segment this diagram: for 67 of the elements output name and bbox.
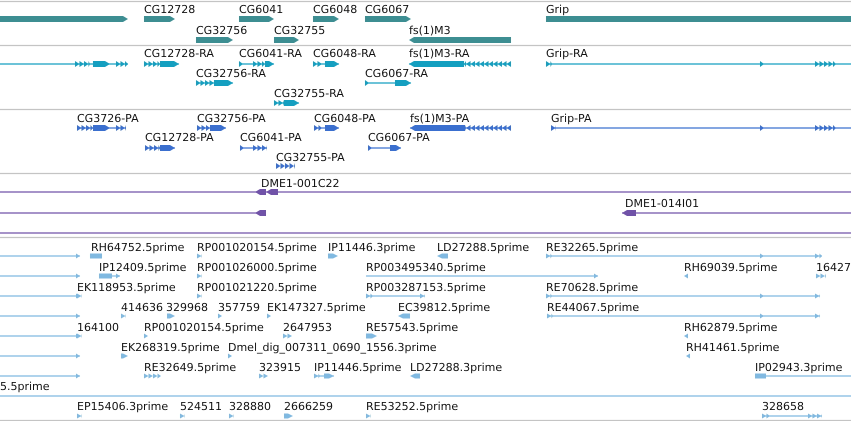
feature-label: DME1-014I01 — [625, 197, 700, 210]
feature-label: IP11446.5prime — [314, 361, 402, 374]
feature-label: CG32755-PA — [276, 151, 345, 164]
feature-label: CG6048-PA — [314, 112, 376, 125]
feature-label: RP003495340.5prime — [366, 261, 486, 274]
feature-label: RP003287153.5prime — [366, 281, 486, 294]
feature-label: LD27288.5prime — [437, 241, 530, 254]
feature-label: DME1-001C22 — [261, 177, 340, 190]
feature-label: RE70628.5prime — [546, 281, 638, 294]
feature-label: RP001020154.5prime — [197, 241, 317, 254]
feature-label: RP001021220.5prime — [197, 281, 317, 294]
feature-label: RE32649.5prime — [144, 361, 236, 374]
feature-label: RH69039.5prime — [684, 261, 778, 274]
feature-label: RP001020154.5prime — [144, 321, 264, 334]
feature-label: fs(1)M3-RA — [409, 47, 470, 60]
feature-label: IP11446.3prime — [328, 241, 416, 254]
feature-label: 2647953 — [283, 321, 332, 334]
feature-label: 328658 — [762, 400, 804, 413]
feature-label: 328880 — [229, 400, 271, 413]
feature-label: CG32755 — [274, 24, 326, 37]
feature-label: RE53252.5prime — [366, 400, 458, 413]
feature-label: IP12409.5prime — [99, 261, 186, 274]
feature-label: 164100 — [77, 321, 119, 334]
feature-label: 5.5prime — [0, 380, 50, 393]
feature-label: 323915 — [259, 361, 301, 374]
feature-label: CG12728 — [144, 3, 196, 16]
feature-label: RH62879.5prime — [684, 321, 778, 334]
feature-label: 357759 — [218, 301, 260, 314]
feature-label: CG6067-PA — [368, 131, 430, 144]
feature-label: EK268319.5prime — [121, 341, 220, 354]
feature-label: EK147327.5prime — [267, 301, 366, 314]
feature-label: RE57543.5prime — [366, 321, 458, 334]
feature-label: fs(1)M3-PA — [410, 112, 470, 125]
feature-label: CG6048 — [313, 3, 358, 16]
feature-label: Grip — [546, 3, 570, 16]
feature-label: EC39812.5prime — [398, 301, 490, 314]
feature-label: CG12728-RA — [144, 47, 214, 60]
feature-label: 329968 — [166, 301, 208, 314]
feature-label: CG6067-RA — [365, 67, 428, 80]
feature-label: 414636 — [121, 301, 163, 314]
feature-label: CG12728-PA — [145, 131, 214, 144]
feature-label: CG32756 — [196, 24, 248, 37]
feature-label: Grip-PA — [551, 112, 592, 125]
feature-label: RE32265.5prime — [546, 241, 638, 254]
feature-label: CG6041-RA — [239, 47, 302, 60]
feature-label: Grip-RA — [546, 47, 588, 60]
feature-label: RH64752.5prime — [91, 241, 184, 254]
feature-label: IP02943.3prime — [755, 361, 842, 374]
feature-label: RE44067.5prime — [547, 301, 640, 314]
feature-label: RH41461.5prime — [686, 341, 780, 354]
feature-label: CG6048-RA — [313, 47, 376, 60]
feature-label: CG32755-RA — [274, 87, 344, 100]
feature-label: CG6041 — [239, 3, 284, 16]
feature-label: CG32756-RA — [196, 67, 266, 80]
feature-label: 2666259 — [284, 400, 333, 413]
feature-label: EP15406.3prime — [77, 400, 168, 413]
feature-label: RP001026000.5prime — [197, 261, 317, 274]
feature-label: fs(1)M3 — [409, 24, 451, 37]
feature-label: CG6067 — [365, 3, 410, 16]
feature-label: LD27288.3prime — [410, 361, 502, 374]
feature-label: 16427 — [816, 261, 851, 274]
feature-label: CG32756-PA — [197, 112, 266, 125]
feature-label: CG3726-PA — [77, 112, 139, 125]
feature-label: Dmel_dig_007311_0690_1556.3prime — [228, 341, 437, 354]
feature-label: 524511 — [180, 400, 222, 413]
feature-label: CG6041-PA — [240, 131, 302, 144]
feature-label: EK118953.5prime — [77, 281, 176, 294]
